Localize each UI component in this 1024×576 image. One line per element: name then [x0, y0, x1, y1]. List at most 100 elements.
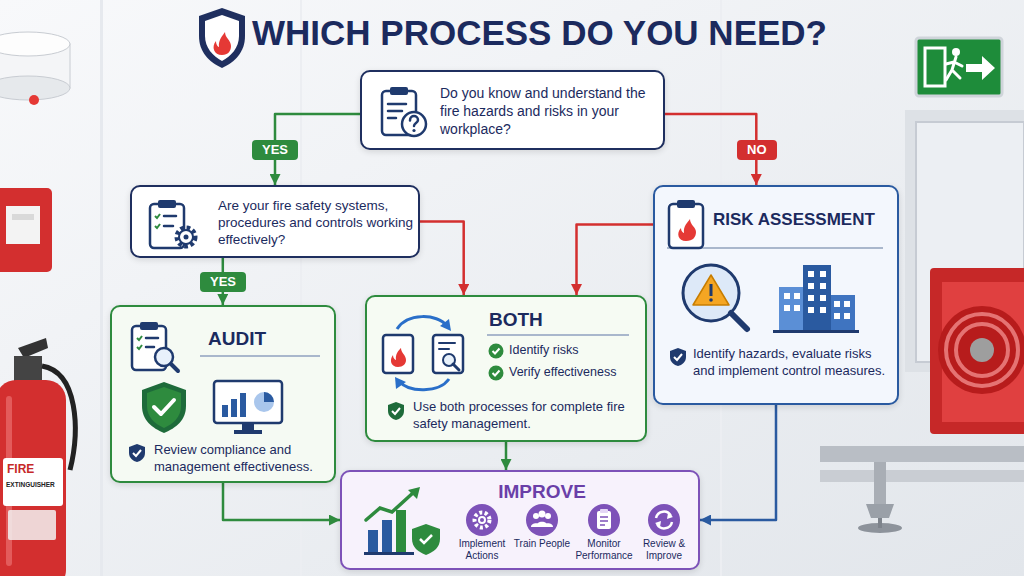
- exit-sign: [946, 57, 962, 80]
- sprinkler-pipes: [878, 518, 882, 528]
- step-label: Monitor Performance: [575, 538, 633, 562]
- gear-step-icon: [465, 503, 499, 537]
- cycle-step-icon: [648, 504, 680, 536]
- cycle-step-icon: [655, 521, 661, 527]
- fire-hose-reel: [946, 314, 1018, 386]
- cycle-step-icon: [647, 503, 681, 537]
- clipboard-step-icon: [600, 509, 608, 513]
- monitor-chart-icon: [212, 379, 284, 437]
- clipboard-question-icon: [410, 116, 418, 126]
- clipboard-step-icon: [600, 517, 608, 525]
- connector: [420, 222, 464, 296]
- question-text: Do you know and understand the fire haza…: [440, 84, 658, 138]
- node-heading: AUDIT: [208, 327, 318, 350]
- shield-icon: [154, 400, 174, 414]
- building-icon: [773, 261, 859, 333]
- monitor-chart-icon: [254, 392, 274, 412]
- check-circle-icon: [489, 366, 504, 381]
- edge-label: YES: [200, 272, 246, 292]
- clipboard-magnifier-icon: [137, 336, 142, 349]
- check-item: Identify risks: [509, 342, 639, 358]
- smoke-detector: [29, 95, 39, 105]
- people-step-icon: [545, 513, 551, 519]
- clipboard-gear-icon: [184, 235, 189, 240]
- building-icon: [803, 265, 831, 331]
- building-icon: [820, 283, 826, 289]
- building-icon: [784, 293, 790, 299]
- title-shield-icon: [214, 32, 231, 55]
- fire-extinguisher: [3, 458, 63, 506]
- fire-extinguisher: [8, 510, 56, 540]
- gear-step-icon: [478, 516, 486, 524]
- building-icon: [808, 283, 814, 289]
- heading-rule: [200, 355, 320, 357]
- monitor-chart-icon: [234, 430, 262, 434]
- clipboard-gear-icon: [155, 214, 160, 228]
- cycle-documents-icon: [391, 348, 406, 367]
- shield-icon: [138, 379, 190, 435]
- fire-hose-reel: [930, 268, 1024, 434]
- clipboard-step-icon: [588, 504, 620, 536]
- people-step-icon: [531, 522, 553, 527]
- warning-magnifier-icon: [693, 275, 729, 305]
- building-icon: [779, 287, 805, 331]
- growth-chart-icon: [420, 535, 432, 543]
- heading-rule: [200, 355, 320, 358]
- building-icon: [794, 305, 800, 311]
- clipboard-magnifier-icon: [146, 338, 158, 347]
- heading-rule: [487, 334, 629, 337]
- building-icon: [844, 301, 850, 307]
- clipboard-question-icon: [402, 112, 426, 136]
- monitor-chart-icon: [222, 405, 228, 417]
- smoke-detector: [0, 32, 70, 56]
- growth-chart-icon: [408, 487, 420, 499]
- clipboard-gear-icon: [177, 228, 195, 246]
- smoke-detector: [0, 32, 70, 105]
- wall-panels: [100, 0, 103, 576]
- fire-extinguisher: [0, 380, 66, 576]
- building-icon: [844, 313, 850, 319]
- sprinkler-pipes: [820, 446, 1024, 462]
- process-box: BOTHIdentify risksVerify effectivenessUs…: [365, 295, 647, 442]
- heading-rule: [487, 334, 629, 336]
- fire-alarm-call-point: [6, 206, 40, 244]
- clipboard-question-icon: [412, 129, 415, 132]
- decision-box: Do you know and understand the fire haza…: [360, 70, 665, 150]
- growth-chart-icon: [362, 484, 444, 560]
- connector: [577, 225, 654, 295]
- gear-step-icon: [475, 513, 490, 528]
- fire-hose-reel: [970, 338, 994, 362]
- title-shield-icon: [199, 8, 245, 68]
- node-heading: BOTH: [489, 308, 629, 331]
- exit-sign: [916, 38, 1002, 96]
- improve-box: IMPROVEImplement ActionsTrain PeopleMoni…: [340, 470, 700, 570]
- fire-alarm-call-point: [0, 188, 52, 272]
- clipboard-question-icon: [390, 87, 408, 95]
- people-step-icon: [525, 503, 559, 537]
- building-icon: [834, 313, 840, 319]
- warning-magnifier-icon: [709, 298, 713, 302]
- clipboard-magnifier-icon: [128, 319, 184, 375]
- building-icon: [808, 295, 814, 301]
- exit-sign: [925, 48, 945, 86]
- growth-chart-icon: [382, 520, 392, 552]
- building-icon: [808, 307, 814, 313]
- cycle-documents-icon: [453, 364, 459, 370]
- cycle-documents-icon: [375, 309, 475, 395]
- step-label: Train People: [513, 538, 571, 550]
- clipboard-step-icon: [587, 503, 621, 537]
- connector: [223, 483, 340, 520]
- sprinkler-pipes: [820, 470, 1024, 482]
- building-icon: [820, 271, 826, 277]
- cycle-documents-icon: [433, 335, 463, 373]
- building-icon: [773, 330, 859, 333]
- step-label: Review & Improve: [635, 538, 693, 562]
- building-icon: [829, 295, 855, 331]
- building-icon: [820, 307, 826, 313]
- monitor-chart-icon: [231, 399, 237, 417]
- small-shield-icon: [387, 401, 405, 421]
- process-box: RISK ASSESSMENTIdentify hazards, evaluat…: [653, 185, 899, 405]
- small-shield-icon: [670, 348, 686, 366]
- process-box: AUDITReview compliance and management ef…: [110, 305, 336, 483]
